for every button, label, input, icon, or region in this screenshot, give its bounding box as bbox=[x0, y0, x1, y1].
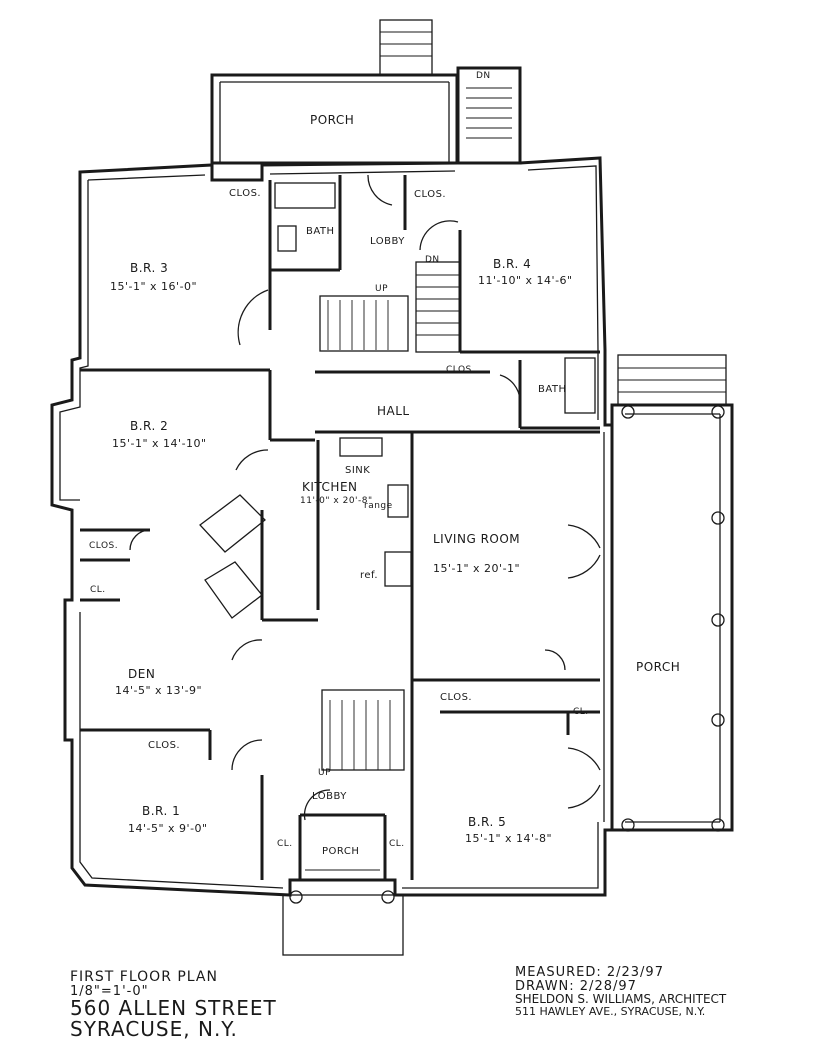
lobby-top: LOBBY bbox=[370, 236, 405, 247]
clos-br4: CLOS. bbox=[414, 189, 446, 200]
clos-br5: CLOS. bbox=[440, 692, 472, 703]
porch-top-label: PORCH bbox=[310, 113, 354, 127]
kitchen-label: KITCHEN bbox=[302, 480, 358, 494]
right-porch bbox=[610, 354, 734, 832]
lobby-front: LOBBY bbox=[312, 791, 347, 802]
range-label: range bbox=[364, 501, 393, 511]
porch-right-label: PORCH bbox=[636, 660, 680, 674]
up-lobby-front: UP bbox=[318, 768, 331, 778]
bath-right: BATH bbox=[538, 384, 567, 395]
br5-size: 15'-1" x 14'-8" bbox=[465, 832, 552, 845]
door-swings bbox=[129, 174, 601, 821]
br4-label: B.R. 4 bbox=[493, 257, 531, 271]
plan-scale: 1/8"=1'-0" bbox=[70, 983, 149, 999]
br2-size: 15'-1" x 14'-10" bbox=[112, 437, 207, 450]
cl-front-right: CL. bbox=[389, 839, 405, 849]
plan-address: 560 ALLEN STREET bbox=[70, 996, 277, 1021]
ref-label: ref. bbox=[360, 570, 378, 581]
cl-front-left: CL. bbox=[277, 839, 293, 849]
title-block-right: MEASURED: 2/23/97 DRAWN: 2/28/97 SHELDON… bbox=[515, 966, 726, 1017]
clos-br3: CLOS. bbox=[229, 188, 261, 199]
dn-top-stair: DN bbox=[476, 71, 491, 81]
small-labels: CLOS. CLOS. BATH LOBBY DN DN UP CLOS. BA… bbox=[89, 71, 589, 849]
front-porch bbox=[282, 869, 404, 956]
room-labels: PORCH B.R. 3 15'-1" x 16'-0" B.R. 4 11'-… bbox=[110, 113, 680, 857]
plan-title: FIRST FLOOR PLAN bbox=[70, 969, 218, 985]
den-label: DEN bbox=[128, 667, 155, 681]
clos-hall: CLOS. bbox=[446, 365, 475, 375]
br1-size: 14'-5" x 9'-0" bbox=[128, 822, 208, 835]
kitchen-size: 11'-0" x 20'-8" bbox=[300, 496, 373, 506]
br3-label: B.R. 3 bbox=[130, 261, 168, 275]
br1-label: B.R. 1 bbox=[142, 804, 180, 818]
clos-br1: CLOS. bbox=[148, 740, 180, 751]
porch-bottom-label: PORCH bbox=[322, 846, 359, 857]
plan-city: SYRACUSE, N.Y. bbox=[70, 1017, 238, 1041]
den-size: 14'-5" x 13'-9" bbox=[115, 684, 202, 697]
measured-date: MEASURED: 2/23/97 bbox=[515, 965, 664, 980]
bath-top: BATH bbox=[306, 226, 335, 237]
title-block-left: FIRST FLOOR PLAN 1/8"=1'-0" 560 ALLEN ST… bbox=[70, 970, 277, 1040]
living-room-size: 15'-1" x 20'-1" bbox=[433, 562, 520, 575]
cl-den: CL. bbox=[90, 585, 106, 595]
cl-br5: CL. bbox=[573, 707, 589, 717]
interior-walls bbox=[80, 175, 600, 880]
architect-address: 511 HAWLEY AVE., SYRACUSE, N.Y. bbox=[515, 1004, 706, 1018]
exterior-walls bbox=[50, 19, 614, 897]
br3-size: 15'-1" x 16'-0" bbox=[110, 280, 197, 293]
up-lobby-top: UP bbox=[375, 284, 388, 294]
drawn-date: DRAWN: 2/28/97 bbox=[515, 978, 637, 994]
hall-label: HALL bbox=[377, 404, 410, 418]
sink-label: SINK bbox=[345, 465, 370, 476]
clos-den: CLOS. bbox=[89, 541, 118, 551]
br5-label: B.R. 5 bbox=[468, 815, 506, 829]
br4-size: 11'-10" x 14'-6" bbox=[478, 274, 573, 287]
architect-name: SHELDON S. WILLIAMS, ARCHITECT bbox=[515, 992, 727, 1007]
living-room-label: LIVING ROOM bbox=[433, 532, 520, 546]
br2-label: B.R. 2 bbox=[130, 419, 168, 433]
dn-br4-stair: DN bbox=[425, 255, 440, 265]
